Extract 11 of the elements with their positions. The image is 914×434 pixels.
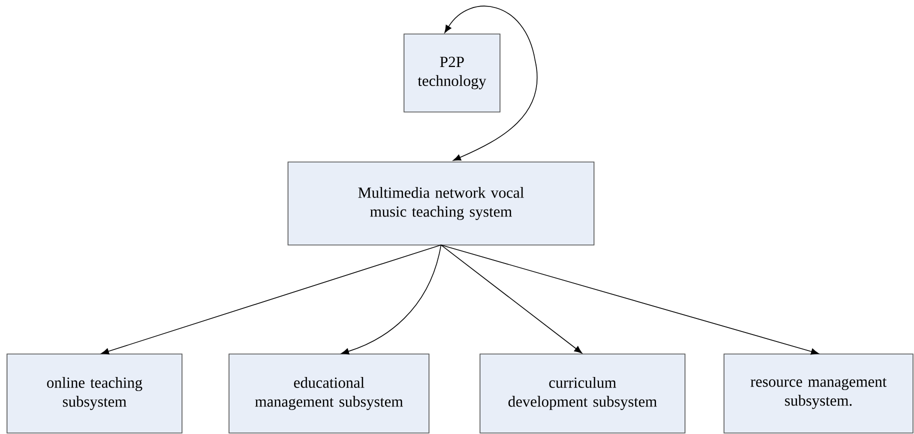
arrow [440, 244, 582, 354]
arrow [440, 244, 819, 355]
process-box: resource management subsystem. [724, 354, 914, 434]
process-box: Multimedia network vocal music teaching system [288, 162, 594, 246]
process-box: P2P technology [404, 34, 500, 112]
arrow [101, 244, 442, 354]
process-box: educational management subsystem [228, 354, 430, 434]
process-box: online teaching subsystem [6, 354, 182, 434]
process-box: curriculum development subsystem [480, 354, 686, 434]
arrow [341, 244, 442, 354]
arrow [444, 6, 538, 161]
